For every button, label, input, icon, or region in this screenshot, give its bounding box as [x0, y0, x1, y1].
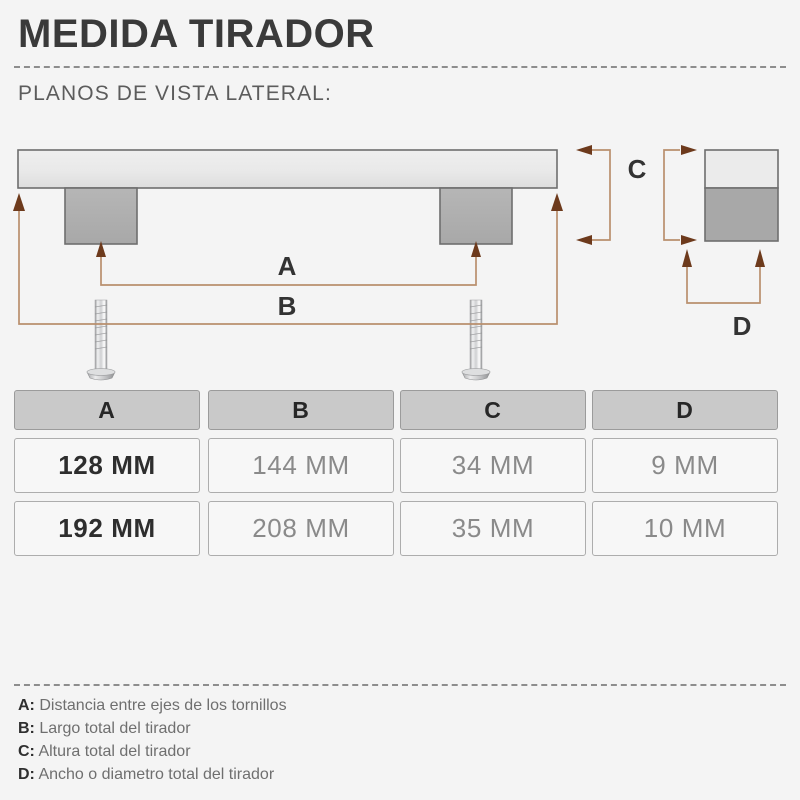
- table-header-a: A: [14, 390, 200, 430]
- dimension-c-guide: [663, 149, 680, 241]
- table-column-b: B 144 MM 208 MM: [208, 390, 394, 564]
- dimension-b-arrow-left: [13, 193, 25, 211]
- dimension-c-guide-arrow-top: [681, 145, 697, 155]
- table-header-b: B: [208, 390, 394, 430]
- table-cell-c-2: 35 MM: [400, 501, 586, 556]
- legend-list: A: Distancia entre ejes de los tornillos…: [18, 694, 618, 786]
- table-cell-b-2: 208 MM: [208, 501, 394, 556]
- legend-key-a: A:: [18, 697, 35, 714]
- table-cell-c-1: 34 MM: [400, 438, 586, 493]
- dimension-c-guide-arrow-bottom: [681, 235, 697, 245]
- table-column-c: C 34 MM 35 MM: [400, 390, 586, 564]
- dimension-d: [686, 265, 761, 304]
- dimension-a-arrow-left: [96, 241, 106, 257]
- table-cell-a-1: 128 MM: [14, 438, 200, 493]
- dimension-c: [590, 149, 611, 241]
- legend-key-c: C:: [18, 743, 35, 760]
- legend-item-c: C: Altura total del tirador: [18, 740, 618, 763]
- table-cell-d-1: 9 MM: [592, 438, 778, 493]
- handle-bar: [17, 149, 558, 189]
- legend-key-d: D:: [18, 766, 35, 783]
- dimension-b-label: B: [278, 291, 297, 321]
- table-header-d: D: [592, 390, 778, 430]
- dimension-a-label: A: [278, 251, 297, 281]
- dimension-d-arrow-left: [682, 249, 692, 267]
- dimension-b: [18, 209, 558, 325]
- table-cell-b-1: 144 MM: [208, 438, 394, 493]
- dimension-c-arrow-top: [576, 145, 592, 155]
- dimension-c-arrow-bottom: [576, 235, 592, 245]
- divider-bottom: [14, 684, 786, 686]
- dimension-a-arrow-right: [471, 241, 481, 257]
- divider-top: [14, 66, 786, 68]
- legend-item-b: B: Largo total del tirador: [18, 717, 618, 740]
- table-cell-a-2: 192 MM: [14, 501, 200, 556]
- table-cell-d-2: 10 MM: [592, 501, 778, 556]
- legend-text-d: Ancho o diametro total del tirador: [38, 766, 275, 783]
- legend-text-c: Altura total del tirador: [38, 743, 191, 760]
- left-post: [64, 187, 138, 245]
- end-view-block-bottom: [704, 187, 779, 242]
- table-header-c: C: [400, 390, 586, 430]
- legend-key-b: B:: [18, 720, 35, 737]
- legend-item-d: D: Ancho o diametro total del tirador: [18, 763, 618, 786]
- right-screw: [461, 299, 491, 381]
- dimension-a: [100, 253, 477, 286]
- legend-item-a: A: Distancia entre ejes de los tornillos: [18, 694, 618, 717]
- dimension-c-label: C: [628, 154, 647, 184]
- measurements-table: A 128 MM 192 MM B 144 MM 208 MM C 34 MM …: [0, 390, 800, 570]
- page-title: MEDIDA TIRADOR: [18, 12, 375, 56]
- technical-drawing: A B C: [0, 125, 800, 385]
- dimension-b-arrow-right: [551, 193, 563, 211]
- left-screw: [86, 299, 116, 381]
- table-column-d: D 9 MM 10 MM: [592, 390, 778, 564]
- legend-text-b: Largo total del tirador: [39, 720, 191, 737]
- end-view-block-top: [704, 149, 779, 189]
- table-column-a: A 128 MM 192 MM: [14, 390, 200, 564]
- dimension-d-arrow-right: [755, 249, 765, 267]
- legend-text-a: Distancia entre ejes de los tornillos: [39, 697, 287, 714]
- section-subtitle: PLANOS DE VISTA LATERAL:: [18, 82, 332, 105]
- right-post: [439, 187, 513, 245]
- dimension-d-label: D: [733, 311, 752, 341]
